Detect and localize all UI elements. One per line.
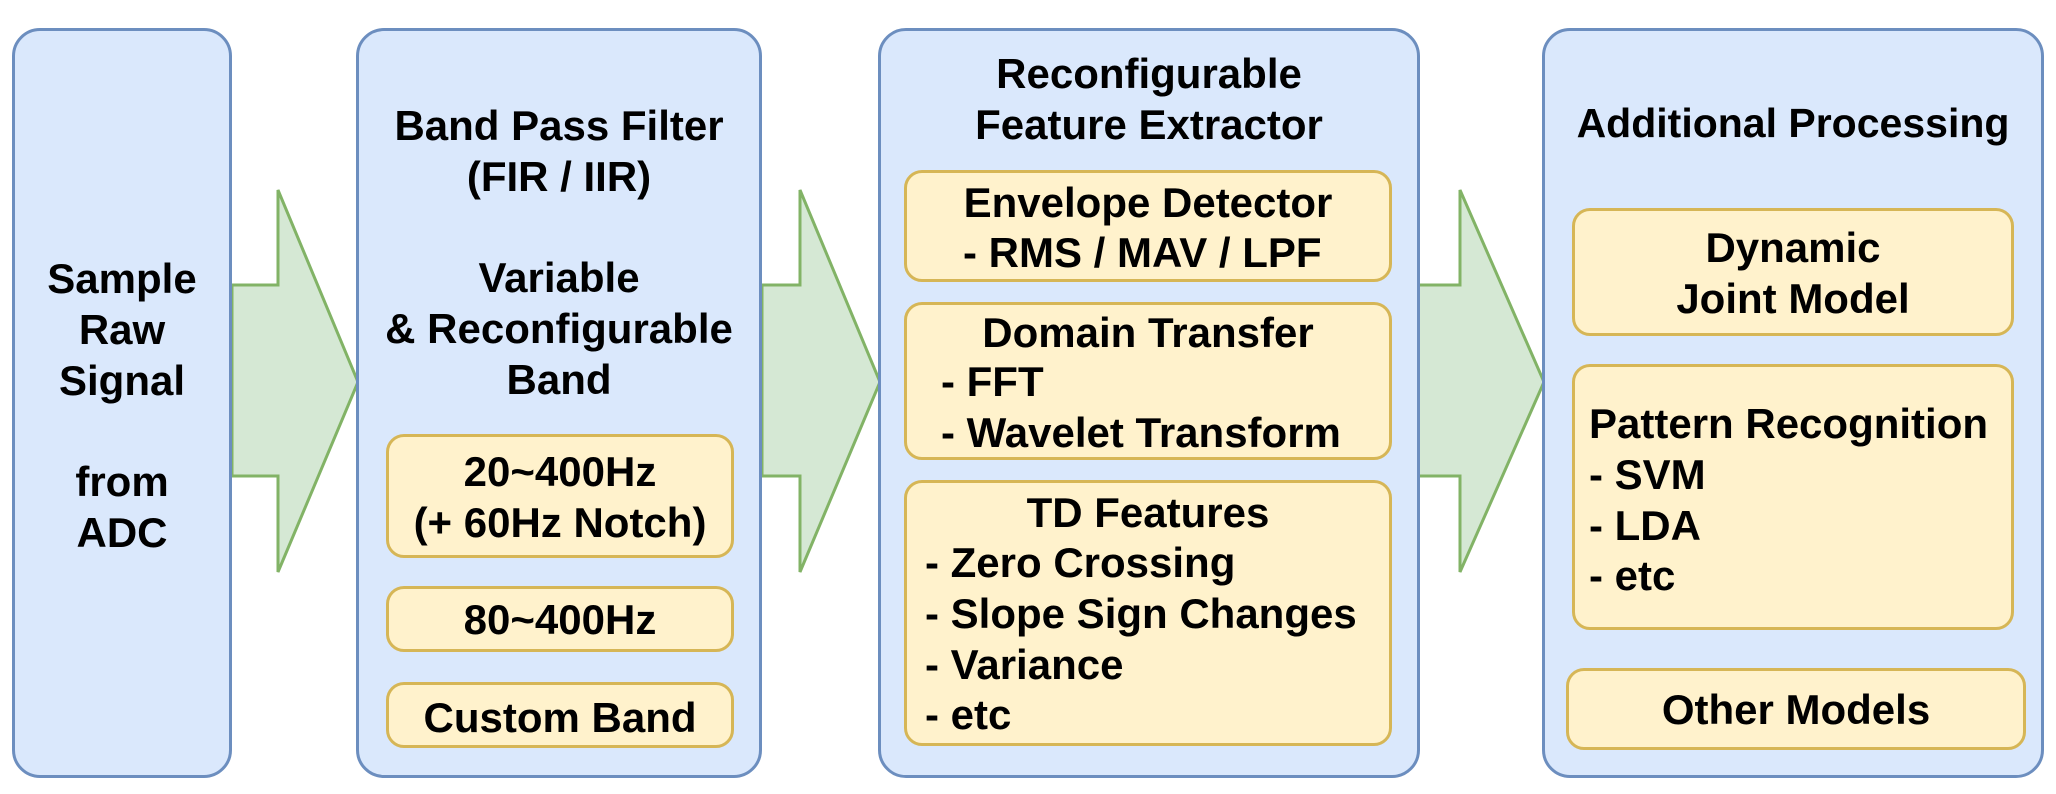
band-box-20-400hz: 20~400Hz (+ 60Hz Notch) [386, 434, 734, 558]
flow-arrow-1 [230, 189, 360, 573]
domain-transfer-body: - FFT - Wavelet Transform [941, 358, 1341, 456]
flow-arrow-2 [760, 189, 882, 573]
sample-raw-signal-text: Sample Raw Signal from ADC [47, 255, 197, 557]
td-features-box: TD Features - Zero Crossing - Slope Sign… [904, 480, 1392, 746]
td-features-title: TD Features [1026, 489, 1270, 536]
other-models-box: Other Models [1566, 668, 2026, 750]
pattern-recognition-label: Pattern Recognition - SVM - LDA - etc [1589, 400, 1989, 600]
flow-arrow-3 [1416, 189, 1546, 573]
dynamic-joint-model-box: Dynamic Joint Model [1572, 208, 2014, 336]
band-box-80-400hz-label: 80~400Hz [463, 596, 657, 643]
band-box-20-400hz-label: 20~400Hz (+ 60Hz Notch) [413, 448, 707, 546]
other-models-label: Other Models [1661, 686, 1931, 733]
domain-transfer-title: Domain Transfer [982, 309, 1314, 356]
envelope-detector-box: Envelope Detector - RMS / MAV / LPF [904, 170, 1392, 282]
envelope-detector-title: Envelope Detector [963, 179, 1333, 226]
band-box-80-400hz: 80~400Hz [386, 586, 734, 652]
band-pass-filter-panel: Band Pass Filter (FIR / IIR) Variable & … [356, 28, 762, 778]
custom-band-label: Custom Band [423, 694, 697, 741]
pattern-recognition-box: Pattern Recognition - SVM - LDA - etc [1572, 364, 2014, 630]
band-pass-filter-title: Band Pass Filter (FIR / IIR) Variable & … [385, 102, 733, 404]
sample-raw-signal-panel: Sample Raw Signal from ADC [12, 28, 232, 778]
td-features-body: - Zero Crossing - Slope Sign Changes - V… [925, 539, 1357, 739]
dynamic-joint-model-label: Dynamic Joint Model [1676, 224, 1910, 322]
feature-extractor-title: Reconfigurable Feature Extractor [975, 50, 1323, 148]
domain-transfer-box: Domain Transfer - FFT - Wavelet Transfor… [904, 302, 1392, 460]
additional-processing-title: Additional Processing [1576, 100, 2010, 146]
custom-band-box: Custom Band [386, 682, 734, 748]
envelope-detector-body: - RMS / MAV / LPF [963, 229, 1322, 276]
